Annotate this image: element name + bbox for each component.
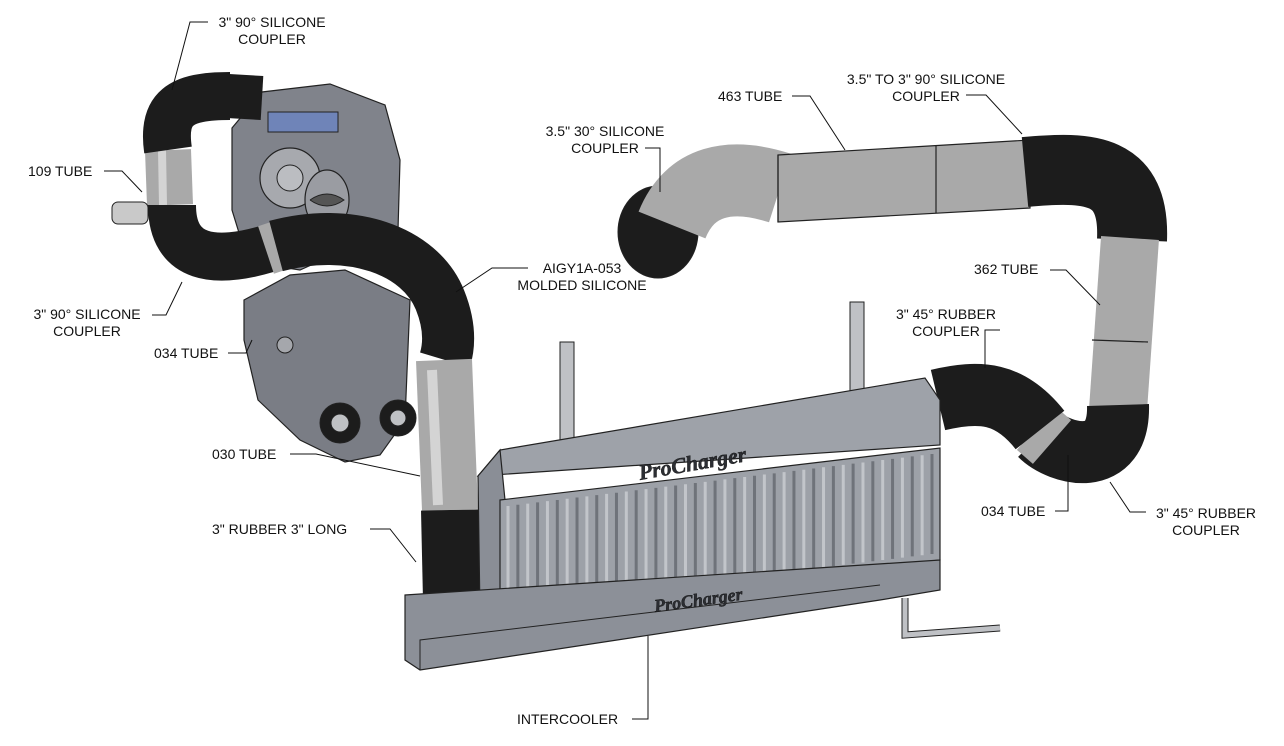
label-molded-2: MOLDED SILICONE	[517, 277, 646, 293]
labels: 3" 90° SILICONE COUPLER 109 TUBE 3" 90° …	[28, 14, 1256, 727]
coupler-top-90	[142, 72, 231, 154]
leader-lines	[104, 21, 1146, 720]
label-coupler-35-2: COUPLER	[892, 88, 960, 104]
intercooler-core-fins	[506, 454, 934, 606]
label-intercooler: INTERCOOLER	[517, 711, 618, 727]
label-coupler-35: 3.5" TO 3" 90° SILICONE	[847, 71, 1005, 87]
label-coupler-30: 3.5" 30° SILICONE	[546, 123, 665, 139]
tube-030	[416, 358, 478, 512]
molded-silicone	[269, 213, 475, 368]
label-coupler-top: 3" 90° SILICONE	[218, 14, 325, 30]
tube-034-left	[258, 222, 286, 274]
label-coupler-left-2: COUPLER	[53, 323, 121, 339]
coupler-left-90	[148, 203, 278, 281]
intercooler: ProCharger ProCharger	[404, 301, 1001, 671]
label-coupler-45-top: 3" 45° RUBBER	[896, 306, 996, 322]
label-tube-034-left: 034 TUBE	[154, 345, 218, 361]
label-tube-109: 109 TUBE	[28, 163, 92, 179]
right-plumbing	[617, 134, 1168, 484]
tube-463	[777, 139, 1031, 223]
label-tube-362: 362 TUBE	[974, 261, 1038, 277]
tube-362	[1089, 235, 1159, 413]
label-tube-463: 463 TUBE	[718, 88, 782, 104]
label-coupler-left: 3" 90° SILICONE	[33, 306, 140, 322]
label-coupler-45-top-2: COUPLER	[912, 323, 980, 339]
rubber-3-long	[421, 509, 481, 601]
label-tube-030: 030 TUBE	[212, 446, 276, 462]
left-plumbing	[111, 72, 481, 601]
coupler-35-to-3-90	[1021, 134, 1168, 242]
label-coupler-top-2: COUPLER	[238, 31, 306, 47]
tube-109	[145, 149, 193, 206]
label-coupler-30-2: COUPLER	[571, 140, 639, 156]
label-tube-034-right: 034 TUBE	[981, 503, 1045, 519]
label-coupler-45-bottom-2: COUPLER	[1172, 522, 1240, 538]
coupler-45-top	[930, 363, 1065, 451]
label-rubber-long: 3" RUBBER 3" LONG	[212, 521, 347, 537]
label-molded: AIGY1A-053	[543, 260, 622, 276]
label-coupler-45-bottom: 3" 45° RUBBER	[1156, 505, 1256, 521]
